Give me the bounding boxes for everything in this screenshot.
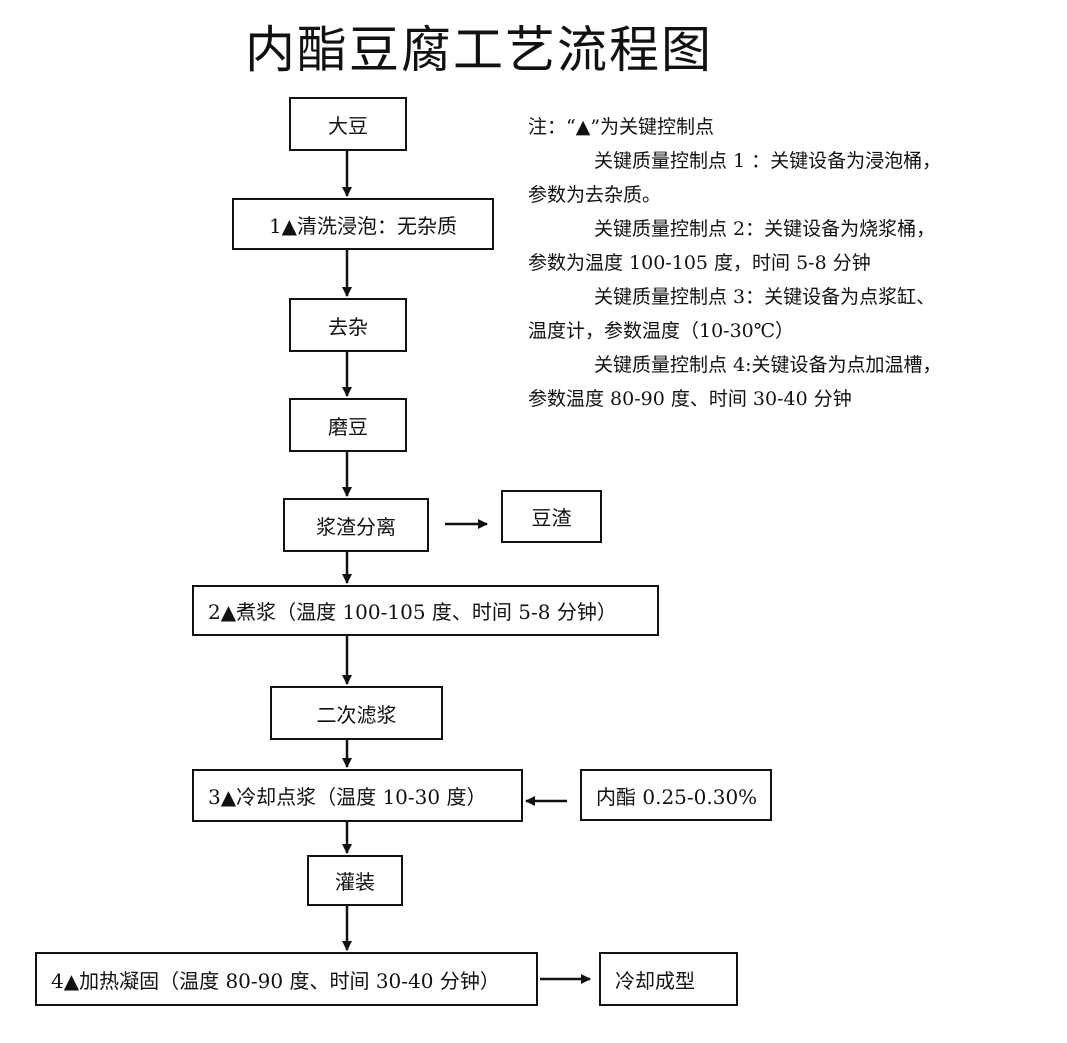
step-grind: 磨豆 <box>289 398 407 452</box>
page-title: 内酯豆腐工艺流程图 <box>245 21 713 79</box>
step-separate: 浆渣分离 <box>283 498 429 552</box>
note-cp2-line1: 关键质量控制点 2：关键设备为烧浆桶， <box>594 218 936 240</box>
step-gdl-dosage: 内酯 0.25-0.30% <box>580 769 772 821</box>
note-cp1-line2: 参数为去杂质。 <box>528 184 662 206</box>
step-soybean: 大豆 <box>289 97 407 151</box>
note-cp2-line2: 参数为温度 100-105 度，时间 5-8 分钟 <box>528 252 871 274</box>
step-boil: 2▲煮浆（温度 100-105 度、时间 5-8 分钟） <box>192 585 659 636</box>
note-cp3-line2: 温度计，参数温度（10-30℃） <box>528 320 795 342</box>
notes-header: 注：“▲”为关键控制点 <box>528 116 715 138</box>
step-okara: 豆渣 <box>501 490 602 543</box>
step-wash-soak: 1▲清洗浸泡：无杂质 <box>232 198 494 250</box>
note-cp3-line1: 关键质量控制点 3：关键设备为点浆缸、 <box>594 286 936 308</box>
control-point-notes: 注：“▲”为关键控制点 关键质量控制点 1 ：关键设备为浸泡桶， 参数为去杂质。… <box>528 110 1028 416</box>
note-cp1-line1: 关键质量控制点 1 ：关键设备为浸泡桶， <box>594 150 942 172</box>
note-cp4-line1: 关键质量控制点 4:关键设备为点加温槽， <box>594 354 942 376</box>
step-cool-coagulate: 3▲冷却点浆（温度 10-30 度） <box>192 769 523 822</box>
step-cool-shape: 冷却成型 <box>599 952 738 1006</box>
step-heat-solidify: 4▲加热凝固（温度 80-90 度、时间 30-40 分钟） <box>35 952 538 1006</box>
step-filling: 灌装 <box>307 855 403 906</box>
step-secondary-filter: 二次滤浆 <box>270 686 443 740</box>
note-cp4-line2: 参数温度 80-90 度、时间 30-40 分钟 <box>528 388 852 410</box>
step-remove-impurities: 去杂 <box>289 298 407 352</box>
